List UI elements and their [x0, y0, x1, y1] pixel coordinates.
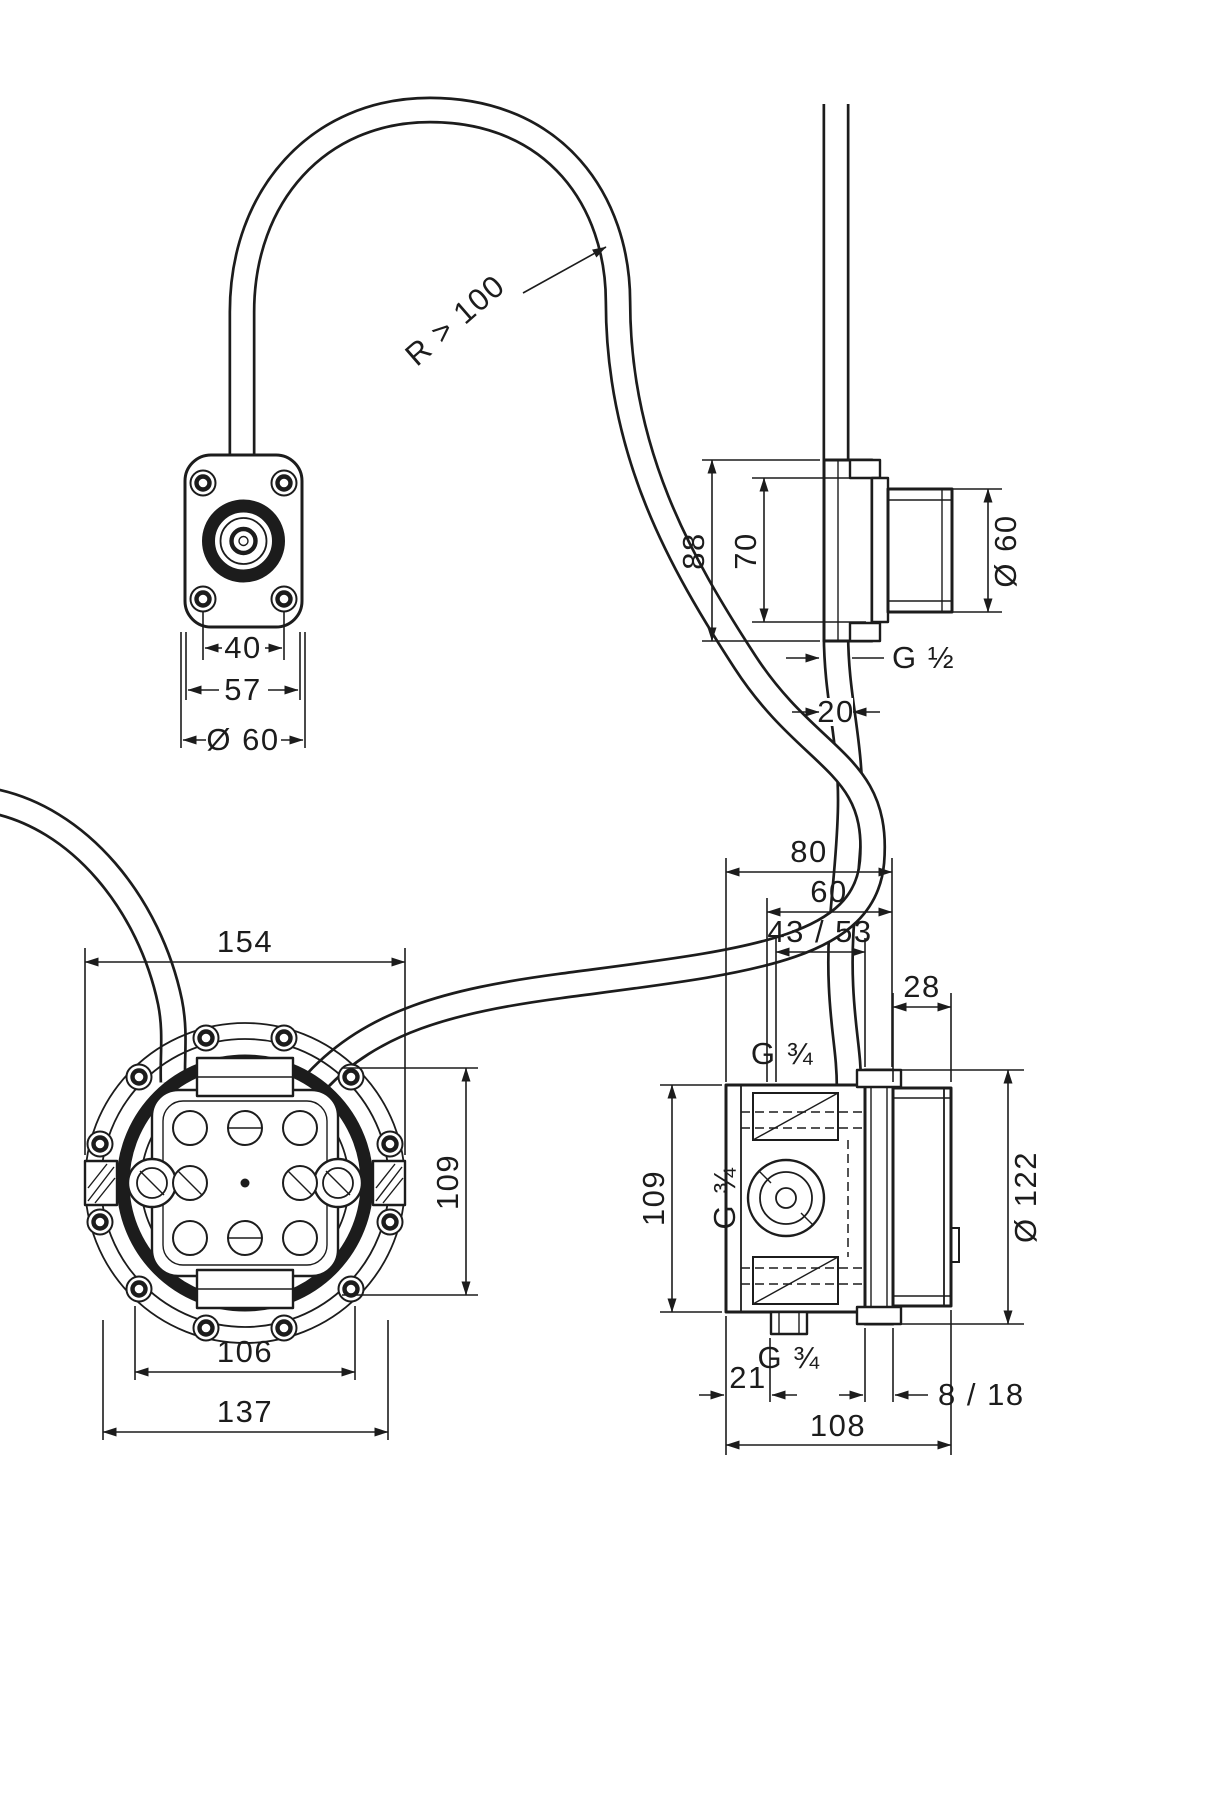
dim-106-label: 106: [217, 1334, 273, 1369]
dim-88-label: 88: [676, 532, 711, 569]
dim-80-label: 80: [790, 834, 827, 869]
screw-boss-top: [848, 458, 882, 480]
dims-bottom-front: 154 109 106 137: [84, 924, 478, 1440]
dim-109-side-label: 109: [636, 1170, 671, 1226]
secuflex-hose-left: [0, 788, 187, 1083]
basic-set-side-view: [724, 1068, 960, 1336]
dim-21-label: 21: [729, 1360, 766, 1395]
thread-g34-top-label: G ¾: [751, 1036, 814, 1071]
screw-boss-bottom: [848, 621, 882, 643]
plate-tab-bottom: [855, 1305, 903, 1326]
dim-818-label: 8 / 18: [938, 1377, 1025, 1412]
mounting-plate: [822, 458, 874, 643]
hose-guide-side-view: [822, 458, 954, 643]
housing-notch: [950, 1227, 960, 1263]
dim-109-front-label: 109: [430, 1154, 465, 1210]
connector-left: [83, 1159, 119, 1207]
guide-ring: [202, 499, 285, 583]
hose-radius-label: R > 100: [398, 268, 511, 373]
dims-top-side: 88 70 Ø 60 G ½ 20: [676, 459, 1023, 729]
dim-154-label: 154: [217, 924, 273, 959]
dim-d122-label: Ø 122: [1008, 1151, 1043, 1243]
thread-g34-mid-label: G ¾: [707, 1166, 742, 1229]
wall-plate: [863, 1068, 895, 1326]
dim-60-label: 60: [810, 874, 847, 909]
dim-28-label: 28: [903, 969, 940, 1004]
dim-20-label: 20: [817, 694, 854, 729]
thread-g34-bottom-label: G ¾: [757, 1340, 820, 1375]
protection-housing: [891, 1086, 953, 1308]
dim-d60-front-label: Ø 60: [206, 722, 279, 757]
dim-40-label: 40: [224, 630, 261, 665]
flange-edge: [870, 476, 890, 624]
dim-108-label: 108: [810, 1408, 866, 1443]
dim-70-label: 70: [728, 532, 763, 569]
screw-grid: [172, 1110, 318, 1256]
bracket-bottom: [752, 1256, 839, 1305]
dims-top-front: 40 57 Ø 60: [180, 612, 306, 757]
secuflex-hose-main: [228, 96, 887, 1092]
bottom-port: [769, 1310, 809, 1336]
thread-g12-label: G ½: [892, 640, 955, 675]
dims-bottom-side: 80 60 43 / 53 28 G ¾ 109 G ¾ Ø 122 G ¾: [636, 834, 1043, 1455]
basic-set-front-view: [83, 1022, 407, 1344]
plate-tab-top: [855, 1068, 903, 1089]
bracket-top: [752, 1092, 839, 1141]
dim-d60-side-label: Ø 60: [988, 514, 1023, 587]
dim-4353-label: 43 / 53: [767, 914, 872, 949]
dim-57-label: 57: [224, 672, 261, 707]
dim-137-label: 137: [217, 1394, 273, 1429]
guide-plate: [183, 453, 304, 629]
bolt-holes: [189, 469, 298, 613]
connector-right: [371, 1159, 407, 1207]
hose-guide-front-view: [183, 453, 304, 629]
